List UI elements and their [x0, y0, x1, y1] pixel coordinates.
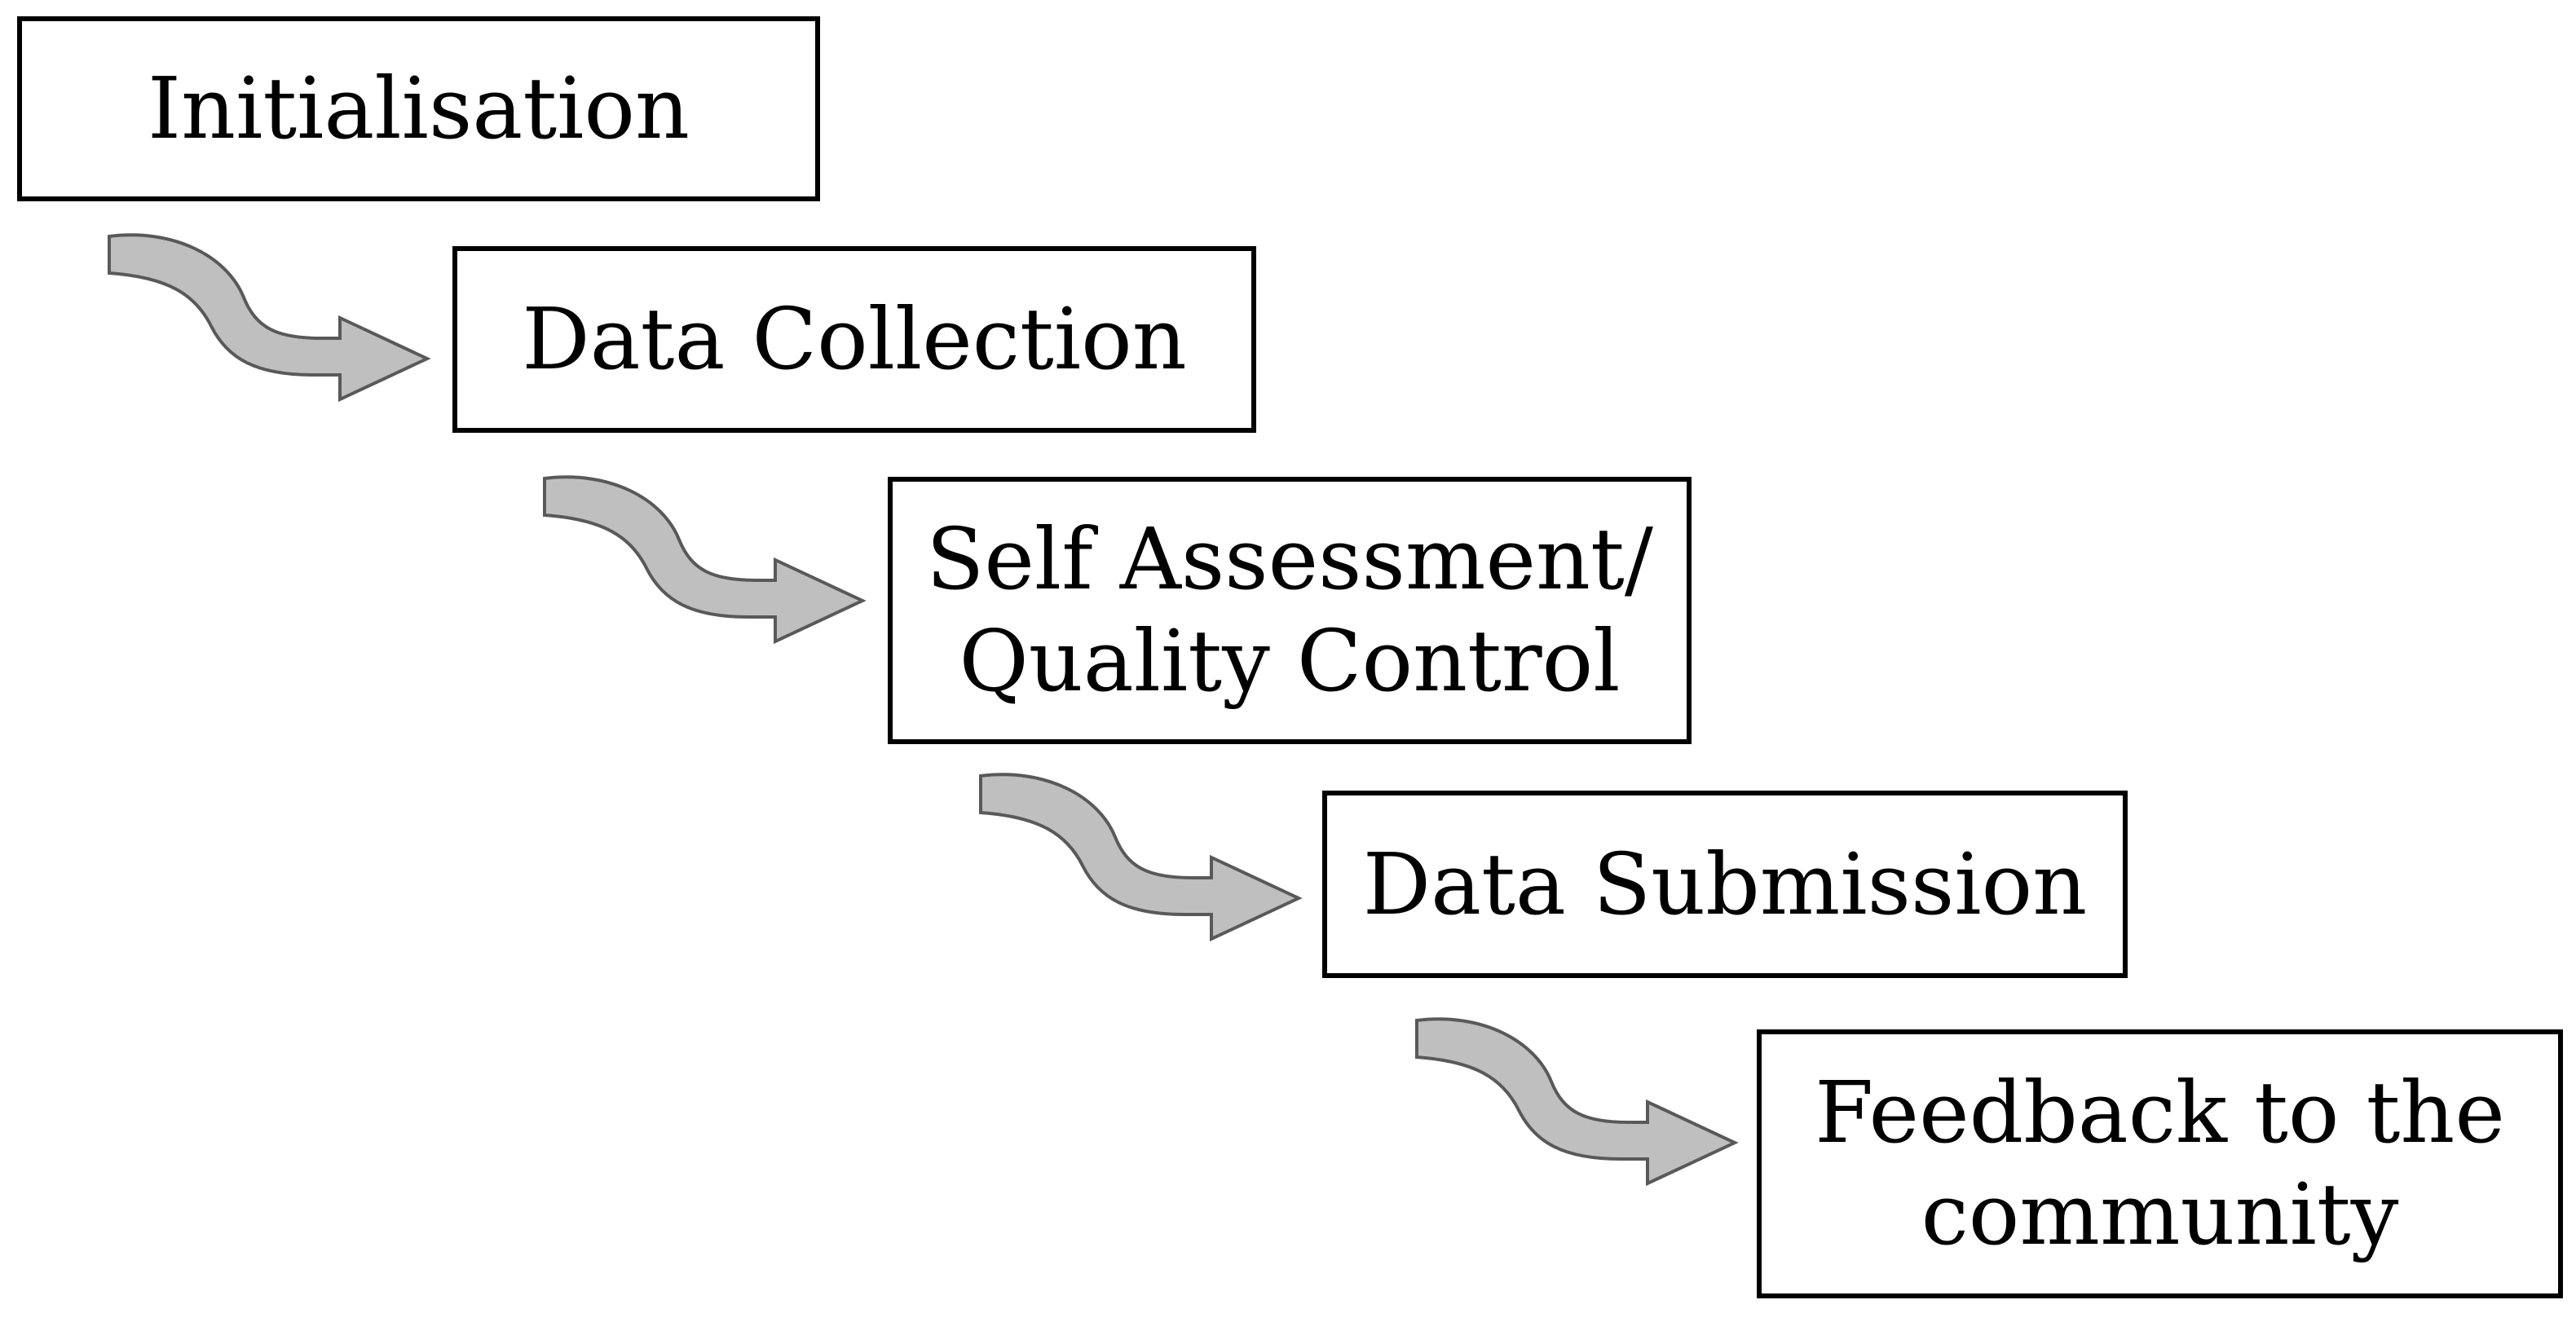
step-label-line: Initialisation — [148, 59, 690, 159]
step-initialisation: Initialisation — [17, 16, 820, 201]
step-label-line: Quality Control — [959, 611, 1621, 711]
step-label-line: Data Submission — [1362, 834, 2088, 934]
step-label-line: community — [1921, 1165, 2399, 1264]
curved-arrow-icon — [1415, 1017, 1736, 1185]
curved-arrow-icon — [979, 773, 1300, 941]
step-data-submission: Data Submission — [1322, 791, 2128, 978]
step-self-assessment-quality-control: Self Assessment/ Quality Control — [888, 477, 1692, 744]
step-label-line: Self Assessment/ — [926, 509, 1653, 610]
step-label-line: Feedback to the — [1815, 1063, 2505, 1163]
step-label-line: Data Collection — [522, 289, 1187, 390]
curved-arrow-icon — [108, 233, 429, 401]
step-data-collection: Data Collection — [452, 246, 1256, 433]
curved-arrow-icon — [543, 475, 864, 643]
step-feedback-to-community: Feedback to the community — [1757, 1029, 2563, 1298]
